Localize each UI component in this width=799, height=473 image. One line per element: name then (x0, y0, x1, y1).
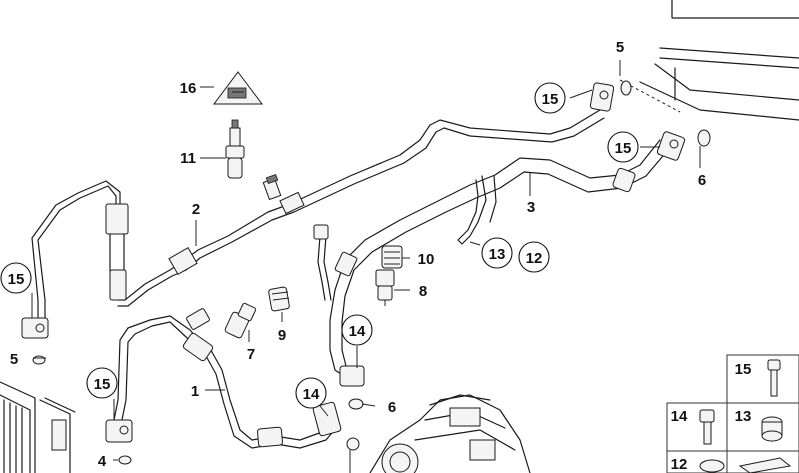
label-15-left: 15 (8, 271, 25, 288)
label-14-box: 14 (671, 408, 688, 425)
label-15-box: 15 (735, 361, 752, 378)
label-6-lower: 6 (388, 399, 396, 416)
label-12-box: 12 (671, 456, 688, 473)
label-6-right: 6 (698, 172, 706, 189)
label-14-center: 14 (349, 323, 366, 340)
label-13-box: 13 (735, 408, 752, 425)
leader-lines (31, 60, 701, 473)
compressor (369, 394, 531, 473)
label-13-callout: 13 (489, 246, 506, 263)
label-1: 1 (191, 383, 199, 400)
label-15-right: 15 (615, 140, 632, 157)
label-15-bottom-left: 15 (94, 376, 111, 393)
cap-9 (268, 286, 290, 312)
label-9: 9 (278, 327, 286, 344)
o-rings (32, 80, 711, 465)
valve-core-8 (375, 269, 395, 306)
pipe-left-condenser (21, 180, 129, 339)
pipe-2 (117, 82, 615, 307)
label-7: 7 (247, 346, 255, 363)
valve-core-7 (224, 302, 257, 339)
label-3: 3 (527, 199, 535, 216)
label-8: 8 (419, 283, 427, 300)
label-5-left: 5 (10, 351, 18, 368)
label-14-lower: 14 (303, 386, 320, 403)
label-2: 2 (192, 201, 200, 218)
label-12-callout: 12 (526, 250, 543, 267)
hardware-box (666, 354, 799, 473)
warning-label-16 (213, 71, 263, 105)
label-15-top: 15 (542, 91, 559, 108)
pipe-1 (105, 308, 342, 449)
evaporator-housing (619, 0, 799, 121)
label-11: 11 (180, 150, 196, 167)
label-10: 10 (418, 251, 435, 268)
callout-circles (0, 82, 639, 409)
pressure-sensor-11 (225, 119, 245, 179)
label-16: 16 (180, 80, 197, 97)
condenser-left (0, 381, 76, 473)
cap-10 (381, 245, 403, 269)
label-5-top: 5 (616, 39, 624, 56)
label-4: 4 (98, 453, 107, 470)
